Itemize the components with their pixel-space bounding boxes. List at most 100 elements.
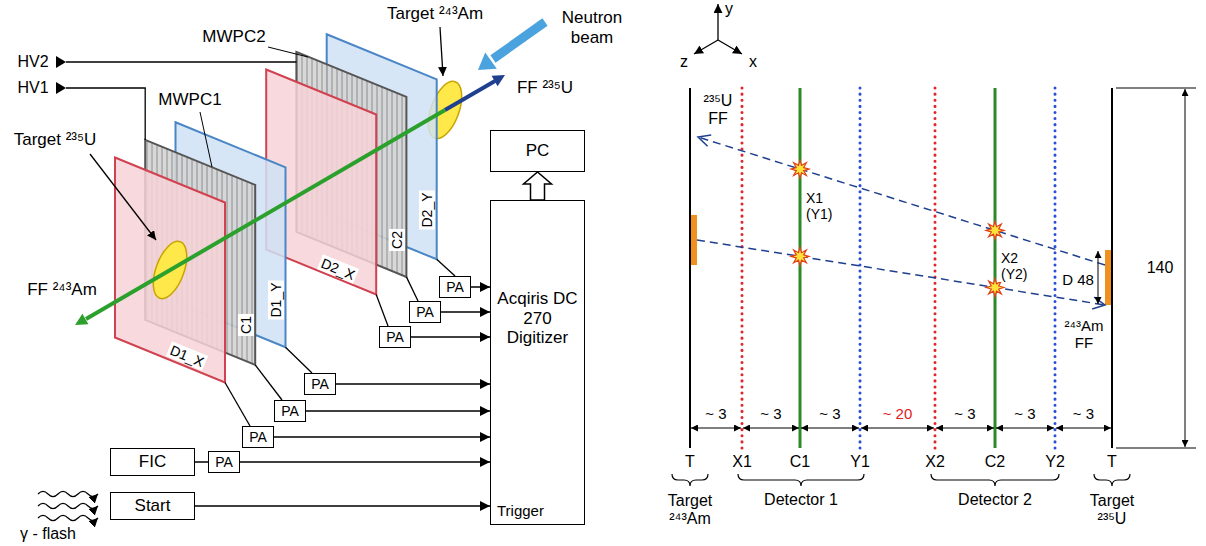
brace xyxy=(931,474,1059,486)
plane-label: C2 xyxy=(389,229,405,251)
target-line xyxy=(689,88,691,448)
axis-label: x xyxy=(747,53,759,71)
preamp-box: PA xyxy=(242,426,274,448)
signal-wire xyxy=(225,383,250,427)
signal-connector xyxy=(411,336,490,338)
preamp-box: PA xyxy=(274,400,306,422)
dimension-line xyxy=(691,428,741,429)
box-text: PA xyxy=(386,329,404,345)
signal-connector xyxy=(336,383,490,385)
dimension-label: ~ 20 xyxy=(881,405,915,422)
signal-wire xyxy=(406,277,418,301)
leader-line xyxy=(268,47,308,57)
group-label: Detector 2 xyxy=(956,491,1034,509)
y-plane-line xyxy=(859,88,862,448)
digitizer-box: Acqiris DC 270 DigitizerTrigger xyxy=(490,200,585,525)
beam-arrow-head xyxy=(478,53,497,70)
box-text: PA xyxy=(446,279,464,295)
source-label: γ - flash xyxy=(18,525,78,543)
layer-label: C2 xyxy=(983,453,1007,471)
fragment-arrow-head xyxy=(75,314,88,325)
hit-star xyxy=(791,247,809,265)
fragment-label: FF ²⁴³Am xyxy=(25,280,99,300)
dimension-line xyxy=(1056,428,1111,429)
dimension-label: ~ 3 xyxy=(758,405,783,422)
preamp-box: PA xyxy=(439,276,471,298)
signal-wire xyxy=(437,259,455,276)
dimension-label: ~ 3 xyxy=(703,405,728,422)
target-label: Target ²⁴³Am xyxy=(385,4,485,24)
dimension-line xyxy=(861,428,934,429)
plane-label: C1 xyxy=(238,314,254,336)
extension-line xyxy=(1116,448,1196,449)
layer-label: C1 xyxy=(788,453,812,471)
box-text: PA xyxy=(281,403,299,419)
box-text: PC xyxy=(526,141,550,161)
fragment-label: FF ²³⁵U xyxy=(515,78,575,98)
signal-connector xyxy=(240,461,490,463)
x-plane-line xyxy=(741,88,744,448)
signal-connector xyxy=(306,410,490,412)
voltage-label: HV2 xyxy=(15,53,50,71)
terminal-symbol xyxy=(56,82,66,94)
box-text: Start xyxy=(135,496,171,516)
gamma-wave xyxy=(38,516,98,521)
x-plane-line xyxy=(934,88,937,448)
fragment-label: ²⁴³Am FF xyxy=(1058,317,1110,352)
dimension-line xyxy=(936,428,994,429)
preamp-box: PA xyxy=(379,326,411,348)
port-label: Trigger xyxy=(497,502,544,519)
preamp-box: PA xyxy=(409,301,441,323)
layer-label: Y2 xyxy=(1043,453,1067,471)
brace xyxy=(1094,474,1130,486)
box-text: PA xyxy=(311,376,329,392)
group-label: Detector 1 xyxy=(762,491,840,509)
beam-arrow xyxy=(493,22,545,59)
chamber-label: MWPC2 xyxy=(200,27,267,47)
dimension-line xyxy=(996,428,1054,429)
fragment-arrow-head xyxy=(1092,297,1105,309)
signal-wire xyxy=(286,347,313,373)
extension-line xyxy=(1116,88,1196,89)
target-line xyxy=(1111,88,1113,448)
data-arrow xyxy=(524,172,552,200)
signal-connector xyxy=(195,505,490,507)
axis-label: y xyxy=(723,0,735,18)
dimension-line xyxy=(1185,89,1186,447)
signal-connector xyxy=(195,461,208,463)
brace xyxy=(672,474,708,486)
box-text: Acqiris DC 270 Digitizer xyxy=(497,289,578,348)
dimension-label: D 48 xyxy=(1060,271,1096,288)
gamma-wave xyxy=(38,492,98,497)
signal-wire xyxy=(255,365,282,400)
preamp-box: PA xyxy=(208,451,240,473)
box-text: PA xyxy=(249,429,267,445)
dimension-line xyxy=(743,428,799,429)
computer-box: PC xyxy=(490,130,585,172)
axis-arrow xyxy=(694,40,718,54)
axis-label: z xyxy=(678,53,690,71)
start-box: Start xyxy=(110,492,195,520)
target-label: Target ²³⁵U xyxy=(1078,492,1146,529)
signal-connector xyxy=(471,286,490,288)
target-layer xyxy=(1105,250,1111,305)
cathode-line xyxy=(994,88,997,448)
layer-label: T xyxy=(683,453,697,471)
leader-line xyxy=(200,112,212,167)
fragment-track xyxy=(86,110,445,319)
dimension-label: ~ 3 xyxy=(1071,405,1096,422)
target-label: Target ²⁴³Am xyxy=(656,492,724,529)
gamma-wave xyxy=(38,504,98,509)
fragment-track xyxy=(445,81,495,110)
signal-connector xyxy=(274,436,490,438)
fragment-arrow-head xyxy=(492,75,505,86)
hit-star xyxy=(791,160,809,178)
box-text: PA xyxy=(416,304,434,320)
brace xyxy=(738,474,864,486)
dimension-label: 140 xyxy=(1145,259,1176,277)
voltage-label: HV1 xyxy=(15,79,50,97)
terminal-symbol xyxy=(56,56,66,68)
axis-arrow xyxy=(718,40,742,54)
cathode-line xyxy=(799,88,802,448)
dimension-label: ~ 3 xyxy=(952,405,977,422)
